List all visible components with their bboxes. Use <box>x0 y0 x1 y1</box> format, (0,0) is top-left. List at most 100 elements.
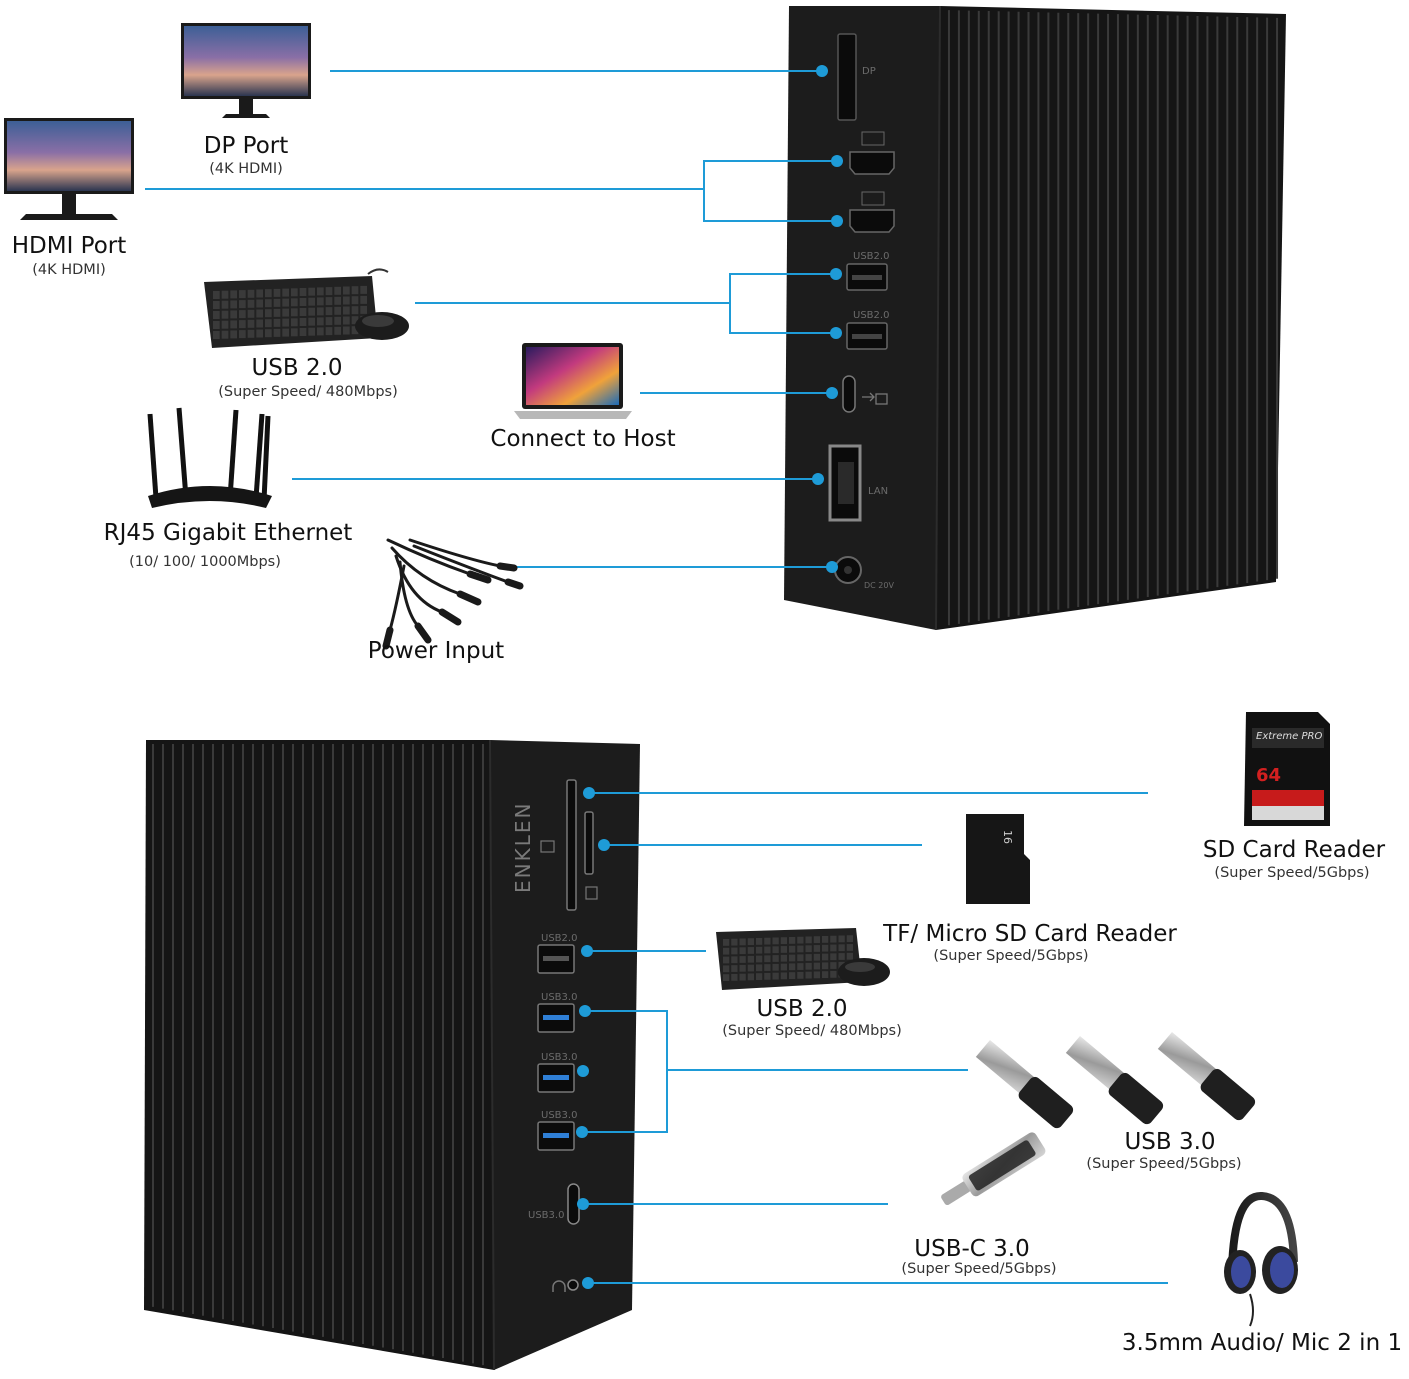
micro-sd-card-icon: 16 <box>966 814 1030 904</box>
keyboard-key <box>351 326 359 335</box>
keyboard-key <box>747 947 754 954</box>
usbc-front-label: USB3.0 <box>528 1210 564 1221</box>
keyboard-key <box>731 956 738 964</box>
keyboard-key <box>351 286 359 295</box>
keyboard-key <box>731 973 738 981</box>
keyboard-key <box>299 288 307 296</box>
keyboard-key <box>747 955 754 963</box>
usb2-bottom-subtitle: (Super Speed/ 480Mbps) <box>722 1023 902 1039</box>
usb3b-dot <box>577 1065 589 1077</box>
usbc-title: USB-C 3.0 <box>914 1236 1029 1262</box>
brand-logo: ENKLEN <box>511 802 535 893</box>
keyboard-key <box>789 972 796 979</box>
sd-symbol-icon <box>540 840 555 853</box>
keyboard-key <box>739 938 746 946</box>
usb3-title: USB 3.0 <box>1124 1129 1215 1155</box>
keyboard-key <box>334 296 341 305</box>
keyboard-key <box>256 309 263 318</box>
keyboard-key <box>822 936 829 943</box>
keyboard-key <box>830 962 837 969</box>
audio-dot <box>582 1277 594 1289</box>
keyboard-key <box>723 956 730 964</box>
usb2-top-subtitle: (Super Speed/ 480Mbps) <box>218 384 398 400</box>
dc-cable-icon <box>382 538 524 650</box>
keyboard-key <box>756 964 763 972</box>
keyboard-key <box>764 937 771 945</box>
keyboard-key <box>772 972 779 980</box>
hdmi-port-title: HDMI Port <box>12 233 127 259</box>
keyboard-key <box>797 936 804 944</box>
keyboard-key <box>822 962 829 970</box>
keyboard-key <box>731 965 738 972</box>
keyboard-key <box>291 288 298 297</box>
keyboard-key <box>739 956 746 963</box>
rj45-subtitle: (10/ 100/ 1000Mbps) <box>129 554 281 570</box>
micro-sd-capacity: 16 <box>1001 830 1014 844</box>
keyboard-key <box>213 291 220 299</box>
keyboard-key <box>343 316 350 325</box>
keyboard-key <box>797 963 804 970</box>
keyboard-key <box>221 310 229 319</box>
tf-slot <box>584 811 594 875</box>
keyboard-key <box>334 326 341 335</box>
sd-slot <box>566 779 577 911</box>
keyboard-key <box>325 317 333 326</box>
sd-card-icon: Extreme PRO 64 <box>1244 712 1330 826</box>
keyboard-key <box>247 319 255 328</box>
keyboard-key <box>325 307 333 316</box>
keyboard-key <box>756 946 763 954</box>
keyboard-key <box>780 946 787 953</box>
keyboard-key <box>822 971 829 978</box>
usb2a-dot <box>830 268 842 280</box>
keyboard-key <box>239 310 246 319</box>
keyboard-key <box>282 308 289 317</box>
keyboard-key <box>230 290 237 299</box>
usb3-subtitle: (Super Speed/5Gbps) <box>1086 1156 1241 1172</box>
keyboard-key <box>747 964 754 972</box>
keyboard-key <box>780 972 787 980</box>
keyboard-key <box>830 944 837 952</box>
keyboard-key <box>230 310 237 319</box>
hdmi-2-icon <box>861 131 885 146</box>
sd-subtitle: (Super Speed/5Gbps) <box>1214 865 1369 881</box>
keyboard-key <box>351 296 359 305</box>
keyboard-key <box>731 947 738 955</box>
tf-symbol-icon <box>585 886 598 900</box>
usb-c-drive-icon <box>941 1132 1046 1206</box>
keyboard-key <box>343 296 350 305</box>
keyboard-key <box>265 319 272 328</box>
keyboard-key <box>282 298 289 307</box>
keyboard-key <box>797 971 804 979</box>
keyboard-key <box>291 308 298 317</box>
keyboard-key <box>838 935 845 943</box>
dp-port-subtitle: (4K HDMI) <box>209 161 283 177</box>
headphone-symbol-icon <box>552 1280 566 1292</box>
keyboard-key <box>291 318 298 327</box>
keyboard-key <box>805 971 812 979</box>
keyboard-key <box>291 328 298 337</box>
keyboard-key <box>213 301 220 309</box>
keyboard-key <box>780 963 787 971</box>
host-title: Connect to Host <box>490 426 675 452</box>
keyboard-key <box>221 330 229 339</box>
tf-dot <box>598 839 610 851</box>
keyboard-key <box>256 319 263 328</box>
keyboard-key <box>334 286 341 295</box>
audio-jack <box>567 1279 579 1291</box>
keyboard-key <box>308 307 315 316</box>
sd-dot <box>583 787 595 799</box>
usb-symbol-icon <box>862 392 875 402</box>
keyboard-key <box>739 947 746 955</box>
keyboard-key <box>797 945 804 953</box>
router-icon <box>147 407 272 508</box>
keyboard-key <box>299 298 307 306</box>
bottom-dock-front-panel <box>490 740 640 1370</box>
keyboard-mouse-icon <box>204 268 409 348</box>
keyboard-key <box>273 328 281 337</box>
keyboard-key <box>213 321 220 329</box>
keyboard-key <box>282 318 289 327</box>
keyboard-key <box>723 974 730 981</box>
usb2b-dot <box>830 327 842 339</box>
keyboard-key <box>813 936 820 944</box>
dp-port <box>837 33 857 121</box>
